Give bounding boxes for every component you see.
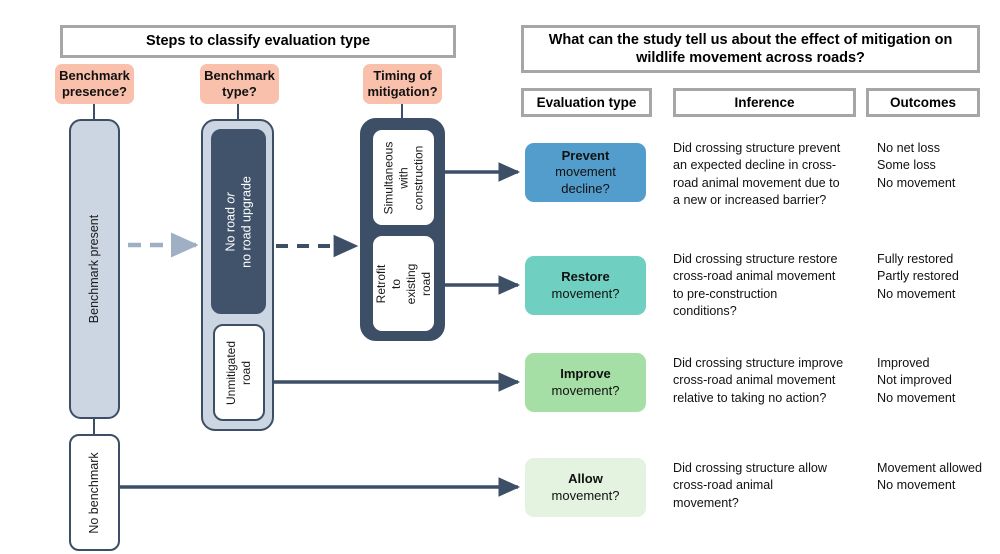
inference-text-allow: Did crossing structure allow cross-road … [673,460,863,512]
outcomes-text-prevent: No net loss Some loss No movement [877,140,997,192]
no-road-text: No road [222,203,237,252]
step-pill-benchmark-presence: Benchmark presence? [55,64,134,104]
outcomes-body: Improved Not improved No movement [877,356,956,405]
right-panel-title: What can the study tell us about the eff… [521,25,980,73]
eval-box-title: Improve [560,365,611,381]
outcomes-text-allow: Movement allowed No movement [877,460,1000,495]
eval-box-subtitle: movement decline? [555,164,616,196]
inference-text-restore: Did crossing structure restore cross-roa… [673,251,863,321]
box-unmitigated-road-label: Unmitigated road [224,340,253,405]
eval-box-improve[interactable]: Improve movement? [525,353,646,412]
column-header-inference: Inference [673,88,856,117]
box-timing-group: Simultaneous with construction Retrofit … [360,118,445,341]
inference-body: Did crossing structure prevent an expect… [673,141,841,208]
box-no-road-upgrade-label: No road or no road upgrade [223,176,254,268]
inference-body: Did crossing structure allow cross-road … [673,461,827,510]
eval-box-title: Allow [568,470,603,486]
box-unmitigated-road: Unmitigated road [213,324,265,421]
outcomes-body: No net loss Some loss No movement [877,141,956,190]
eval-box-prevent[interactable]: Prevent movement decline? [525,143,646,202]
no-road-line2: no road upgrade [238,175,253,268]
box-no-road-upgrade: No road or no road upgrade [211,129,266,314]
outcomes-body: Movement allowed No movement [877,461,982,493]
step-pill-benchmark-type: Benchmark type? [200,64,279,104]
column-header-evaluation-type: Evaluation type [521,88,652,117]
eval-box-title: Prevent [561,147,610,163]
no-road-italic-or: or [222,191,237,204]
inference-text-prevent: Did crossing structure prevent an expect… [673,140,863,210]
eval-box-subtitle: movement? [551,285,620,301]
step-pill-label: Benchmark presence? [59,68,130,99]
step-pill-label: Timing of mitigation? [367,68,438,99]
eval-box-subtitle: movement? [551,487,620,503]
box-benchmark-type-group: No road or no road upgrade Unmitigated r… [201,119,274,431]
step-pill-label: Benchmark type? [204,68,275,99]
eval-box-title: Restore [561,268,610,284]
outcomes-text-restore: Fully restored Partly restored No moveme… [877,251,997,303]
box-no-benchmark-label: No benchmark [86,451,101,534]
box-benchmark-present: Benchmark present [69,119,120,419]
box-retrofit-existing-road: Retrofit to existing road [372,235,435,332]
box-benchmark-present-label: Benchmark present [86,214,101,324]
outcomes-body: Fully restored Partly restored No moveme… [877,252,959,301]
box-no-benchmark: No benchmark [69,434,120,551]
eval-box-allow[interactable]: Allow movement? [525,458,646,517]
column-header-outcomes: Outcomes [866,88,980,117]
inference-body: Did crossing structure restore cross-roa… [673,252,838,319]
box-simultaneous-with-construction: Simultaneous with construction [372,129,435,226]
left-panel-title: Steps to classify evaluation type [60,25,456,58]
box-retrofit-label: Retrofit to existing road [373,263,433,304]
inference-text-improve: Did crossing structure improve cross-roa… [673,355,863,407]
eval-box-subtitle: movement? [551,382,620,398]
outcomes-text-improve: Improved Not improved No movement [877,355,997,407]
step-pill-timing-mitigation: Timing of mitigation? [363,64,442,104]
eval-box-restore[interactable]: Restore movement? [525,256,646,315]
box-simultaneous-label: Simultaneous with construction [381,141,425,214]
inference-body: Did crossing structure improve cross-roa… [673,356,844,405]
